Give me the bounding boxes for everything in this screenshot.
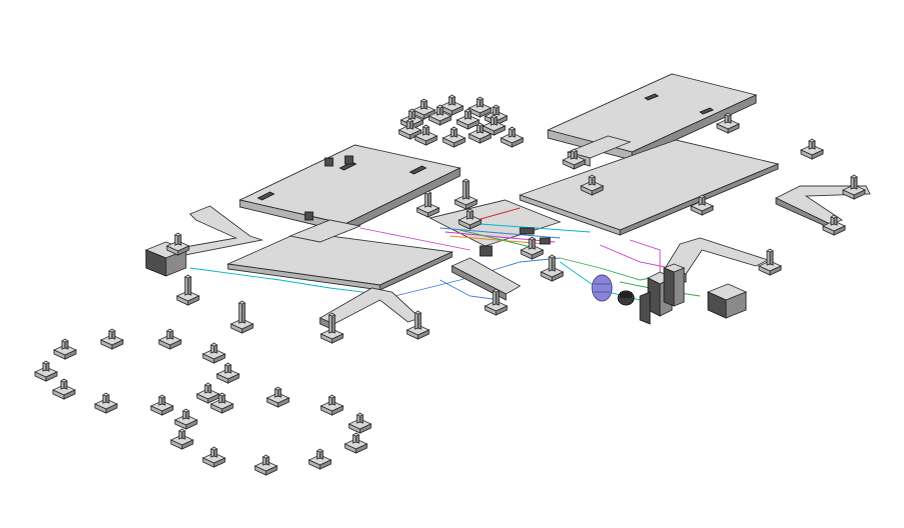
footing-pad-icon[interactable] [51,378,77,400]
footing-pad-icon[interactable] [841,174,867,200]
footing-pad-icon[interactable] [689,194,715,216]
column-block-icon[interactable] [639,263,686,325]
right-roof-slab[interactable] [546,73,758,167]
footing-pad-icon[interactable] [561,148,587,170]
footing-pad-icon[interactable] [201,342,227,364]
footing-pad-icon[interactable] [253,454,279,476]
footing-pad-icon[interactable] [715,112,741,134]
tank-box-right[interactable] [706,283,748,319]
equipment-dark[interactable] [617,290,635,306]
footing-pad-icon[interactable] [427,104,453,126]
footing-pad-icon[interactable] [397,118,423,140]
footing-pad-icon[interactable] [483,288,509,316]
footing-pad-icon[interactable] [93,392,119,414]
footing-pad-icon[interactable] [579,174,605,196]
footing-pad-icon[interactable] [173,408,199,430]
footing-pad-icon[interactable] [52,338,78,360]
footing-pad-icon[interactable] [165,232,191,256]
footing-pad-icon[interactable] [405,310,431,340]
footing-pad-icon[interactable] [195,382,221,404]
footing-pad-icon[interactable] [481,114,507,136]
equipment-purple[interactable] [591,274,613,302]
footing-pad-icon[interactable] [439,94,465,116]
footing-pad-icon[interactable] [319,394,345,416]
footing-pad-icon[interactable] [413,124,439,146]
duct-elbow-mid[interactable] [450,257,521,301]
footing-pad-icon[interactable] [519,236,545,260]
footing-pad-icon[interactable] [821,214,847,236]
footing-pad-icon[interactable] [343,432,369,454]
left-roof-slab[interactable] [238,144,462,233]
footing-pad-icon[interactable] [441,126,467,148]
footing-pad-icon[interactable] [157,328,183,350]
footing-pad-icon[interactable] [499,126,525,148]
footing-pad-icon[interactable] [33,360,59,382]
footing-pad-icon[interactable] [99,328,125,350]
footing-pad-icon[interactable] [201,446,227,468]
footing-pad-icon[interactable] [799,138,825,160]
footing-pad-icon[interactable] [411,98,437,120]
right-floor-slab[interactable] [518,139,780,236]
footing-pad-icon[interactable] [229,300,255,334]
footing-pad-icon[interactable] [539,254,565,282]
footing-pad-icon[interactable] [169,428,195,450]
footing-pad-icon[interactable] [319,312,345,344]
footing-pad-icon[interactable] [149,394,175,416]
left-floor-slab[interactable] [226,219,454,291]
footing-pad-icon[interactable] [307,448,333,470]
footing-pad-icon[interactable] [453,178,479,210]
footing-pad-icon[interactable] [215,362,241,384]
footing-pad-icon[interactable] [455,108,481,130]
footing-pad-icon[interactable] [209,392,235,414]
footing-pad-icon[interactable] [347,412,373,434]
footing-pad-icon[interactable] [415,190,441,218]
footing-pad-icon[interactable] [757,248,783,276]
footing-pad-icon[interactable] [467,96,493,118]
footing-pad-icon[interactable] [175,274,201,306]
footing-pad-icon[interactable] [457,208,483,230]
footings-group[interactable] [33,94,867,476]
footing-pad-icon[interactable] [265,386,291,408]
